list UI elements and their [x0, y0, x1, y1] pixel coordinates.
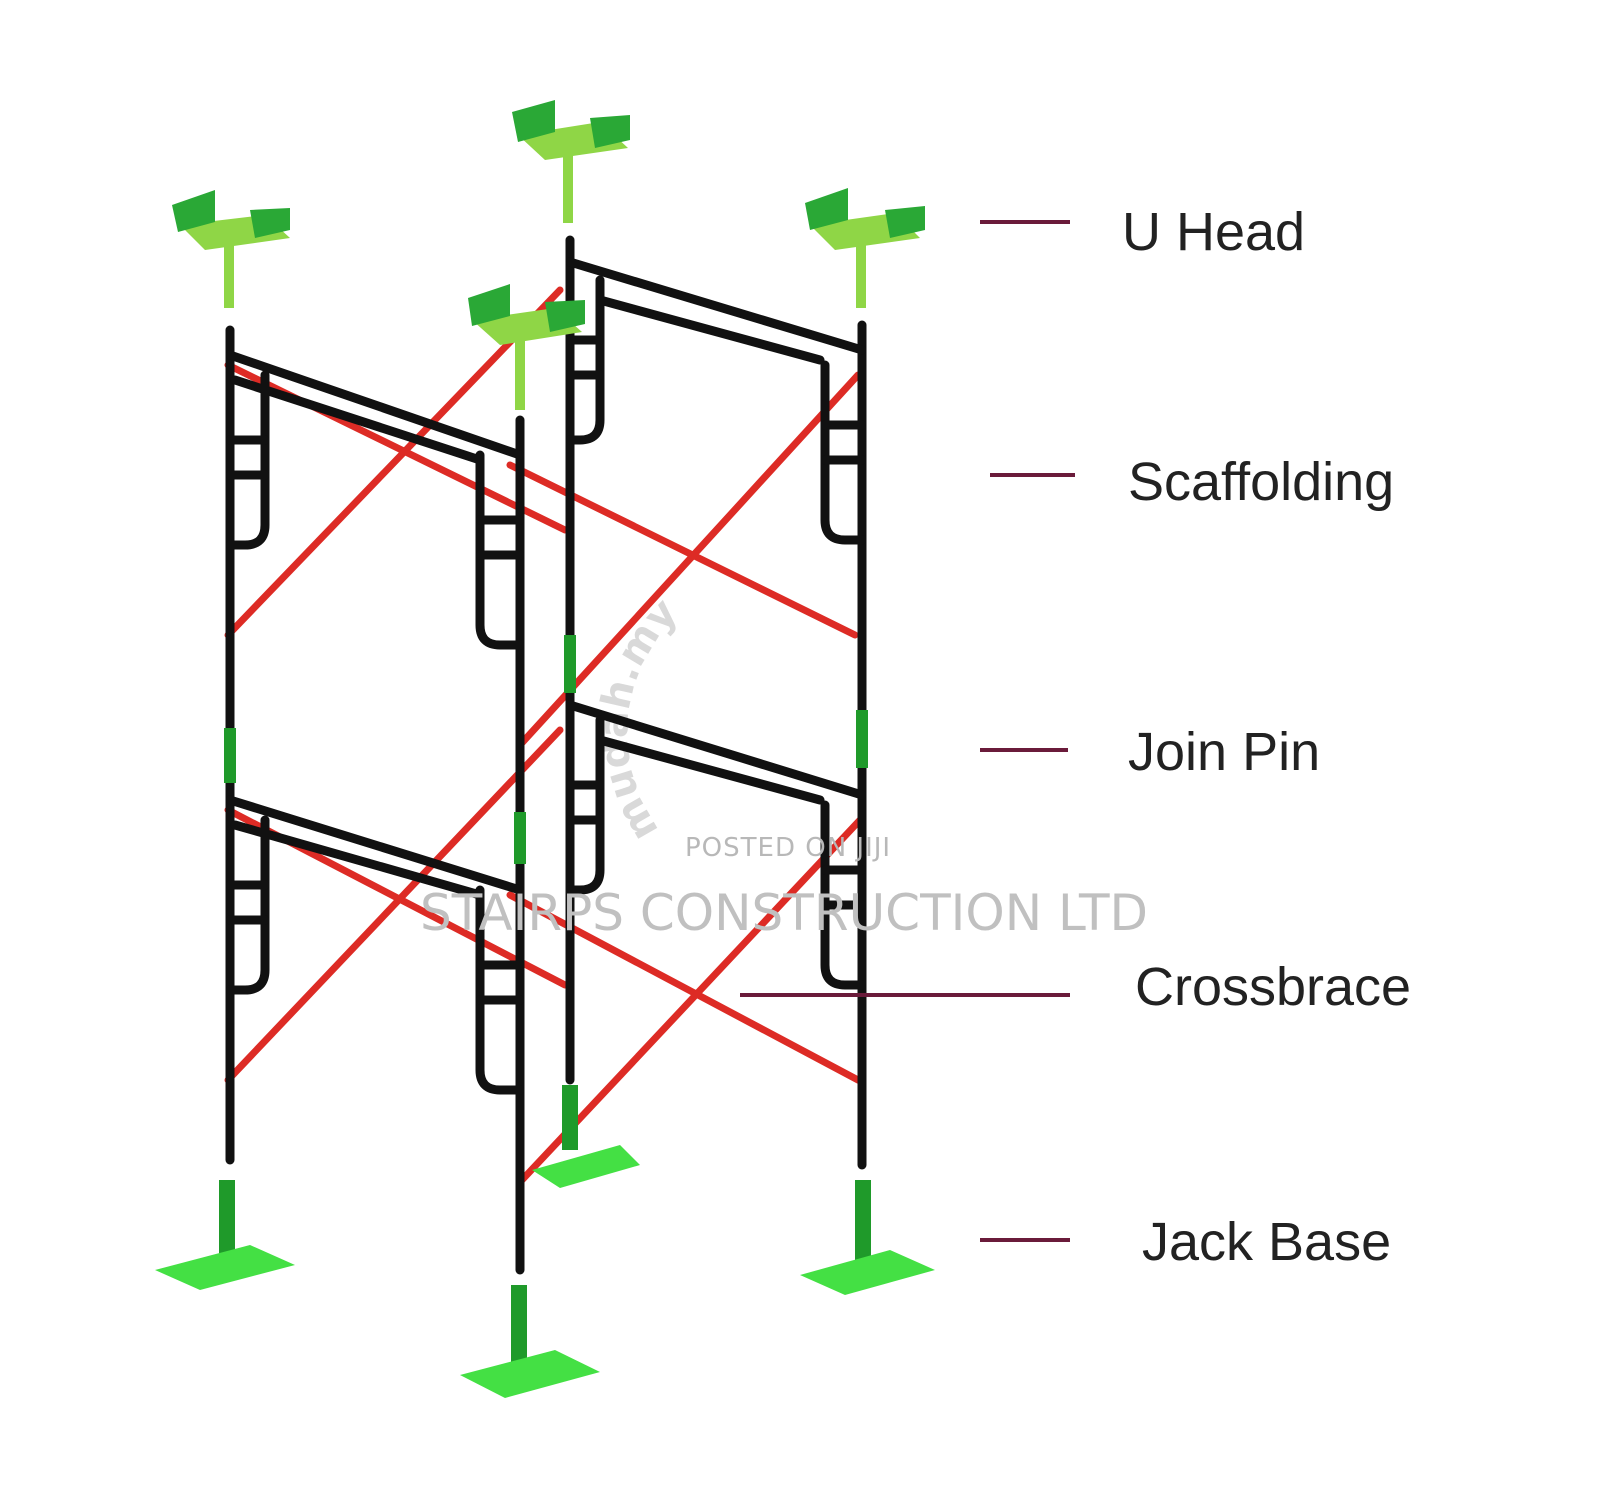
ladder-hoop — [225, 370, 270, 550]
frame-rail — [595, 295, 825, 365]
jack-base — [800, 1180, 935, 1295]
crossbraces — [224, 286, 864, 1184]
join-pin — [564, 635, 576, 693]
jack-base — [155, 1180, 295, 1290]
ladder-hoop — [475, 885, 525, 1095]
frame-rail — [225, 795, 525, 895]
join-pin — [856, 710, 868, 768]
join-pin — [514, 812, 526, 864]
crossbrace-bar — [506, 461, 859, 639]
label-scaffolding: Scaffolding — [1128, 452, 1394, 512]
frames — [225, 235, 867, 1275]
frame-rail — [230, 375, 485, 465]
label-jack-base: Jack Base — [1142, 1212, 1391, 1272]
ladder-hoop — [565, 275, 605, 445]
u-heads — [172, 100, 925, 410]
u-head — [805, 188, 925, 308]
jack-base — [460, 1285, 600, 1398]
ladder-hoop — [225, 815, 270, 995]
crossbrace-bar — [224, 286, 564, 639]
leader-lines — [740, 220, 1075, 1242]
crossbrace-bar — [516, 371, 862, 749]
watermark-posted: POSTED ON JIJI — [685, 833, 891, 863]
label-crossbrace: Crossbrace — [1135, 957, 1411, 1017]
ladder-hoop — [820, 800, 867, 990]
join-pins — [224, 635, 868, 864]
u-head — [512, 100, 630, 223]
frame-rail — [565, 700, 867, 800]
label-u-head: U Head — [1122, 202, 1305, 262]
label-join-pin: Join Pin — [1128, 722, 1320, 782]
frame-rail — [230, 820, 485, 900]
u-head — [172, 190, 290, 308]
jack-bases — [155, 1085, 935, 1398]
watermark-company: STAIRPS CONSTRUCTION LTD — [420, 884, 1148, 942]
frame-rail — [565, 257, 867, 355]
u-head — [468, 284, 585, 410]
ladder-hoop — [565, 715, 605, 895]
jack-base — [532, 1085, 640, 1188]
crossbrace-bar — [518, 816, 864, 1184]
frame-rail — [595, 735, 825, 805]
frame-rail — [225, 350, 525, 460]
ladder-hoop — [475, 450, 525, 650]
join-pin — [224, 728, 236, 783]
ladder-hoop — [820, 360, 867, 545]
crossbrace-bar — [224, 726, 564, 1084]
